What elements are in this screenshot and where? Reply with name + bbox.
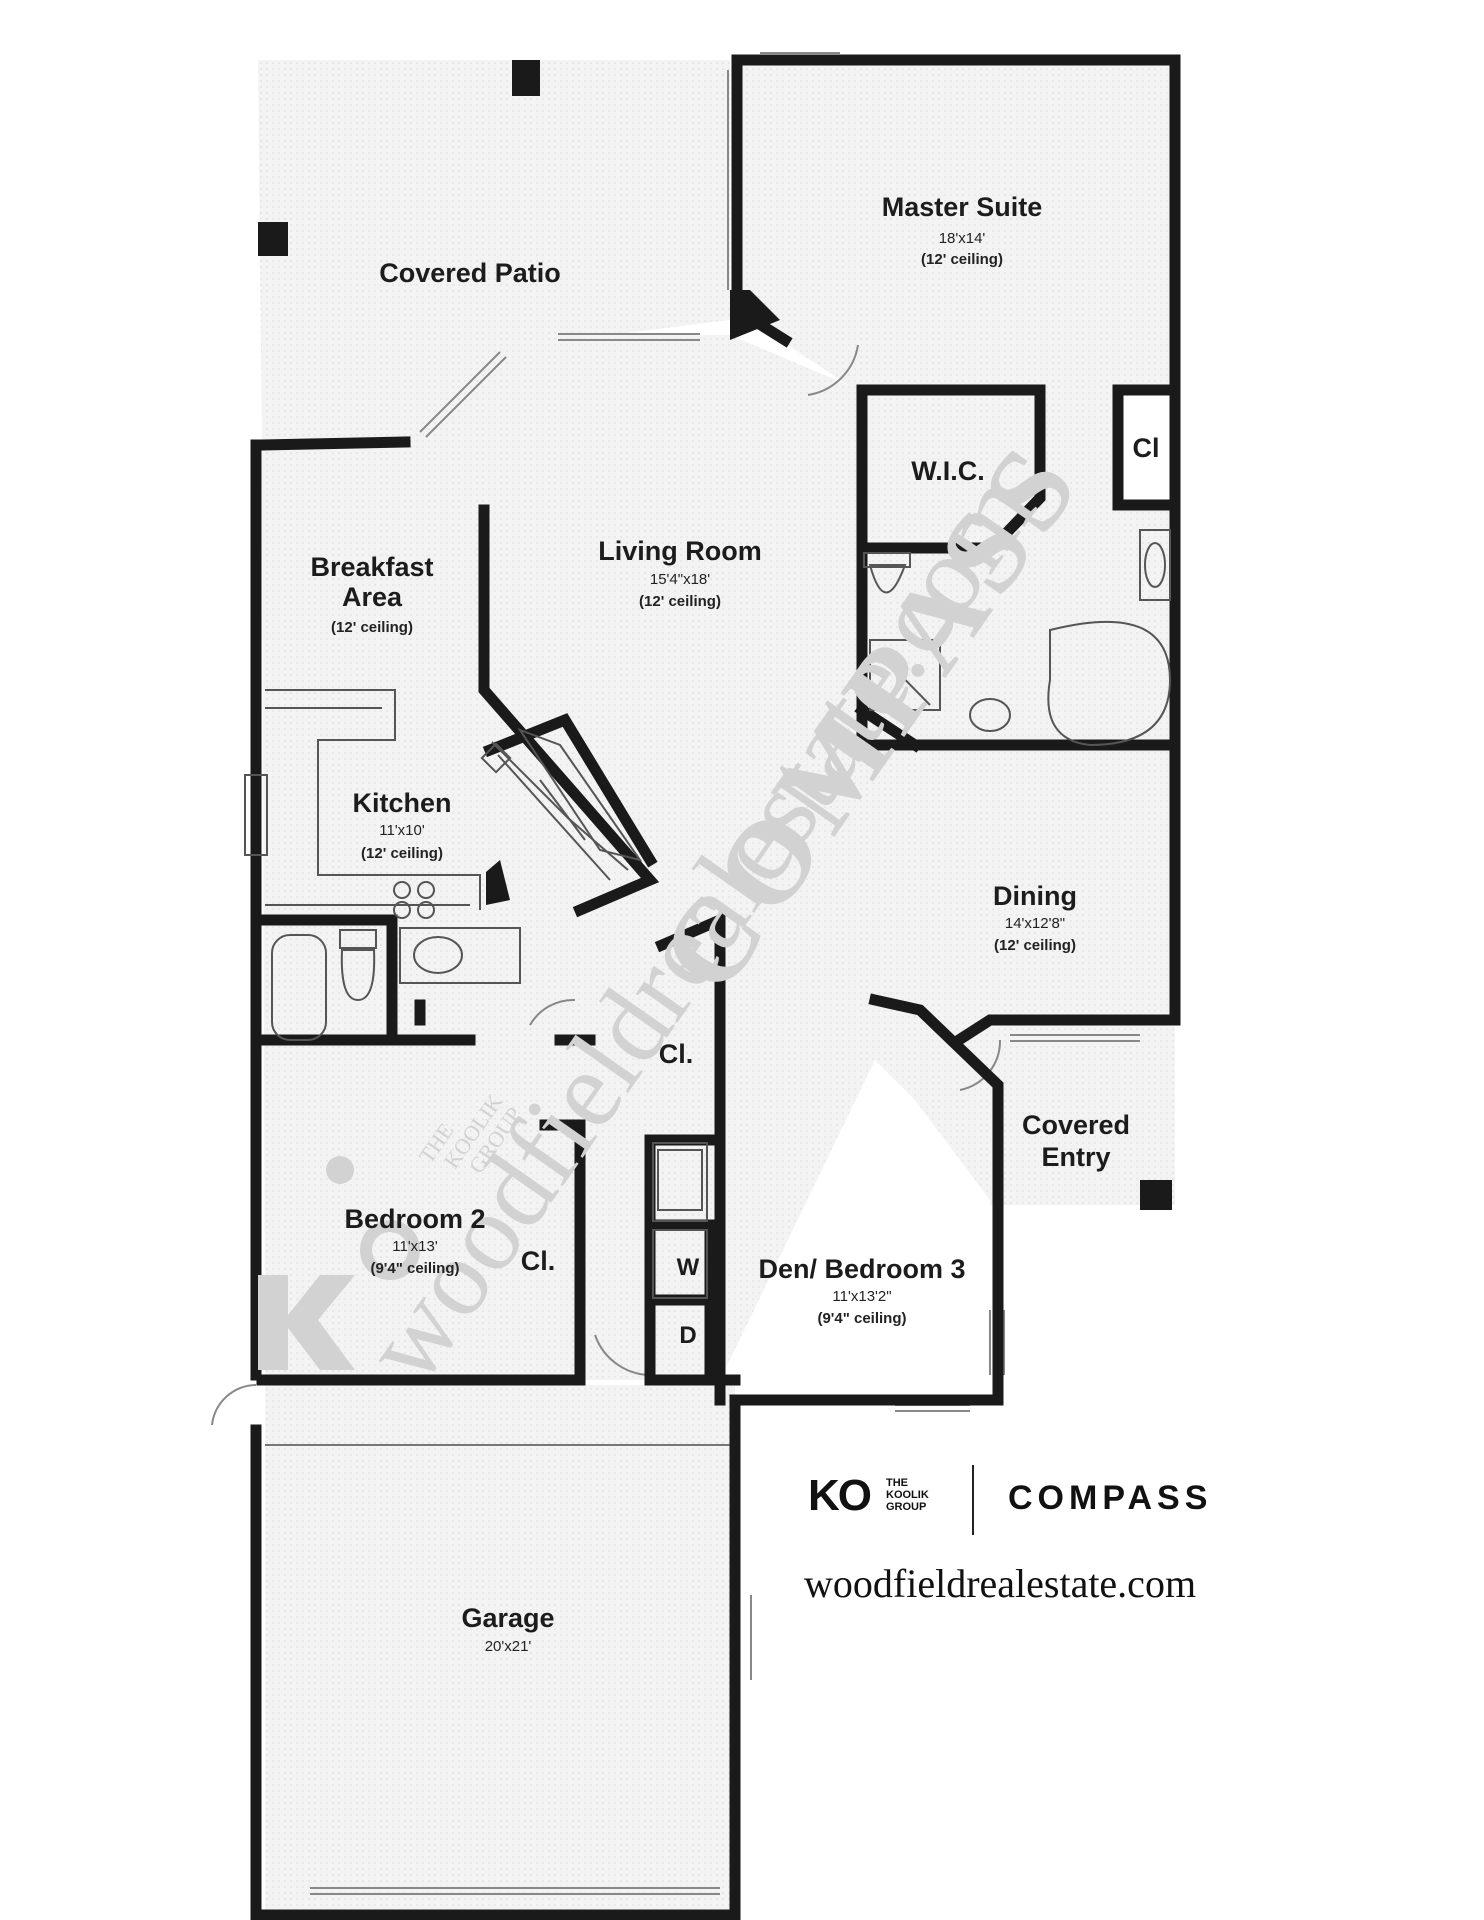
living-planter — [517, 727, 643, 862]
dining-label: Dining — [993, 881, 1077, 911]
master-suite-label: Master Suite — [882, 192, 1043, 222]
bedroom2-closet-label: Cl. — [521, 1246, 556, 1276]
washer-label: W — [677, 1254, 700, 1281]
koolik-group-line2: KOOLIK — [886, 1489, 929, 1501]
bedroom2-dims: 11'x13' — [392, 1238, 438, 1255]
wic-label: W.I.C. — [911, 456, 985, 486]
room-fills — [258, 60, 1175, 1915]
dining-dims: 14'x12'8" — [1005, 915, 1065, 932]
dining-ceiling: (12' ceiling) — [994, 937, 1076, 954]
koolik-logo-mark: KO — [808, 1471, 872, 1520]
walls — [250, 54, 1181, 1920]
den-ceiling: (9'4" ceiling) — [817, 1310, 906, 1327]
compass-logo: COMPASS — [1008, 1479, 1213, 1517]
bedroom2-ceiling: (9'4" ceiling) — [370, 1260, 459, 1277]
bedroom2-label: Bedroom 2 — [344, 1204, 485, 1234]
covered-entry-label-2: Entry — [1041, 1142, 1110, 1172]
master-suite-ceiling: (12' ceiling) — [921, 251, 1003, 268]
master-suite-dims: 18'x14' — [939, 230, 986, 247]
garage-dims: 20'x21' — [485, 1638, 532, 1655]
logo-divider — [972, 1465, 974, 1535]
pillars — [258, 60, 1172, 1210]
den-label: Den/ Bedroom 3 — [758, 1254, 965, 1284]
watermark-ko-logo — [258, 1156, 420, 1370]
living-room-label: Living Room — [598, 536, 762, 566]
brand-logos: KO THE KOOLIK GROUP COMPASS — [808, 1465, 1228, 1535]
dryer-label: D — [679, 1322, 696, 1349]
kitchen-label: Kitchen — [352, 788, 451, 818]
den-dims: 11'x13'2" — [832, 1288, 891, 1305]
covered-entry-label-1: Covered — [1022, 1110, 1130, 1140]
hall-closet-label: Cl. — [659, 1039, 694, 1069]
kitchen-dims: 11'x10' — [379, 822, 425, 839]
garage-label: Garage — [461, 1603, 554, 1633]
koolik-group-line3: GROUP — [886, 1501, 927, 1513]
living-room-dims: 15'4"x18' — [650, 571, 710, 588]
master-closet-label: Cl — [1133, 433, 1160, 463]
breakfast-label-1: Breakfast — [310, 552, 433, 582]
website-url: woodfieldrealestate.com — [804, 1561, 1197, 1606]
koolik-group-line1: THE — [886, 1477, 908, 1489]
living-room-ceiling: (12' ceiling) — [639, 593, 721, 610]
koolik-group-text: THE KOOLIK GROUP — [886, 1477, 946, 1513]
covered-patio-label: Covered Patio — [379, 258, 561, 288]
kitchen-ceiling: (12' ceiling) — [361, 845, 443, 862]
bath-fixtures — [271, 529, 1172, 1299]
breakfast-label-2: Area — [342, 582, 403, 612]
room-labels: Covered Patio Master Suite 18'x14' (12' … — [310, 192, 1159, 1655]
breakfast-ceiling: (12' ceiling) — [331, 619, 413, 636]
